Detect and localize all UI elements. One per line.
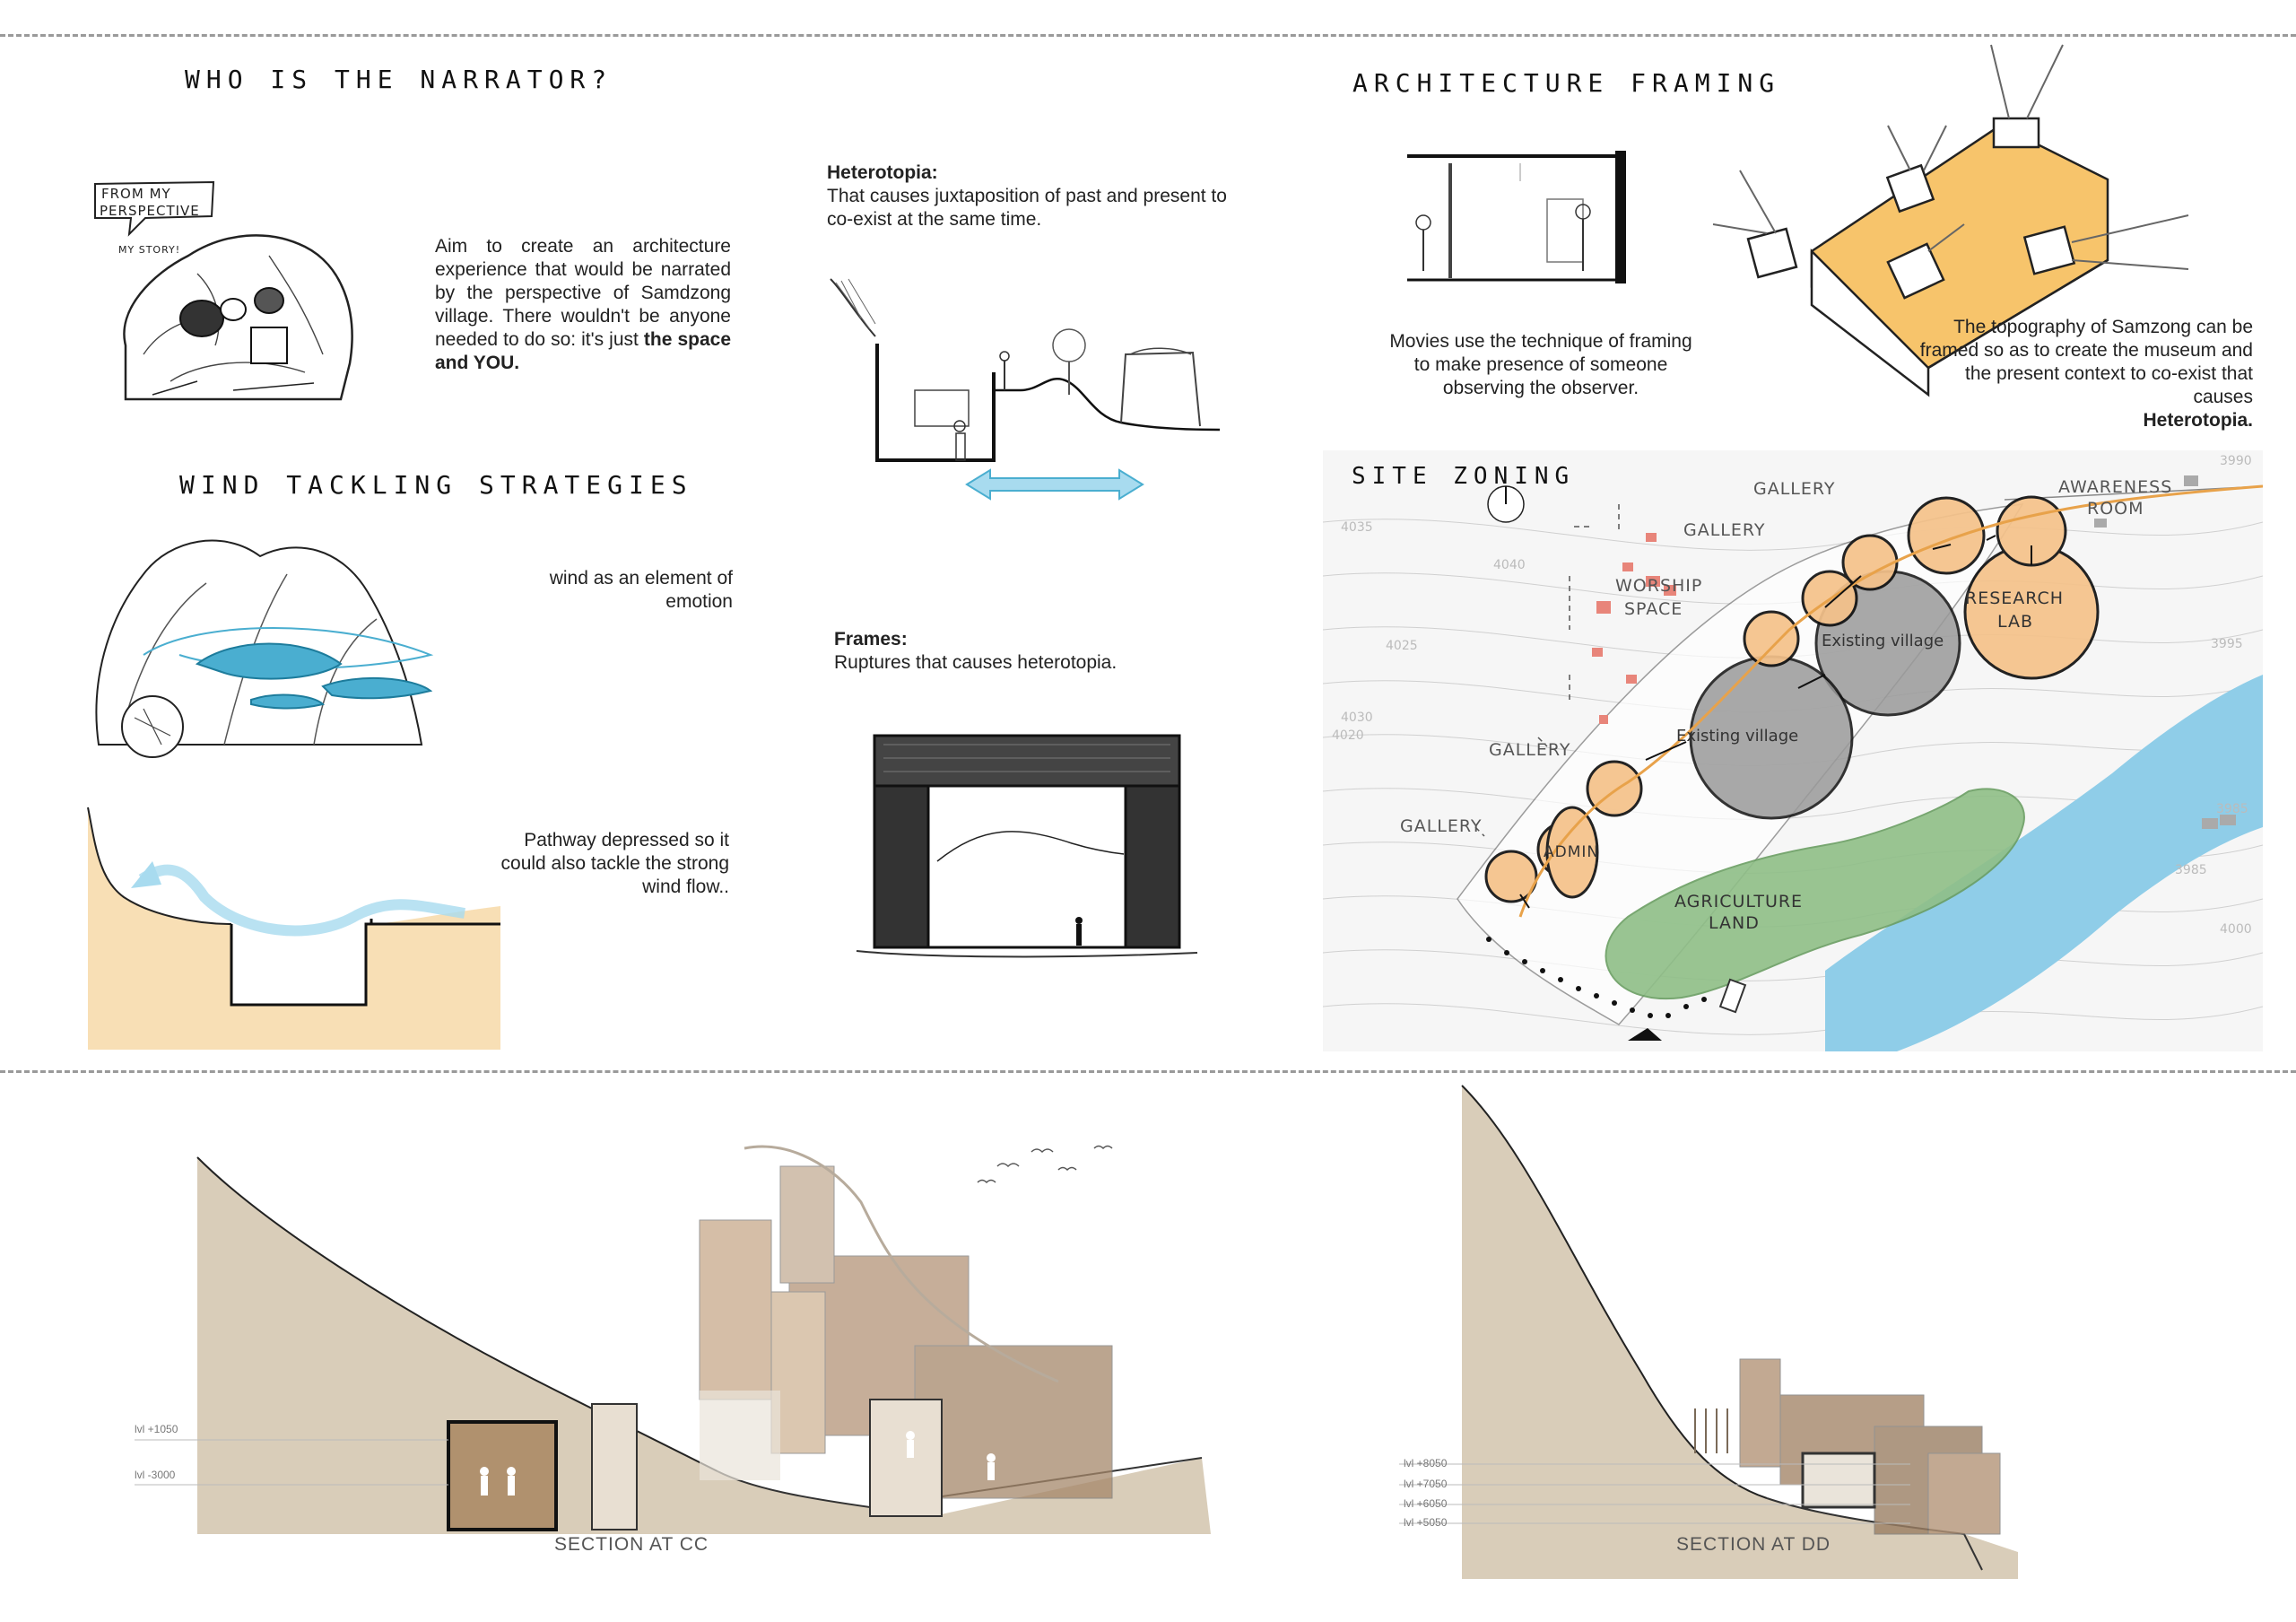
section-cc-drawing — [135, 1145, 1211, 1534]
label-gallery-upper: GALLERY — [1683, 520, 1766, 540]
bubble-line2: PERSPECTIVE — [100, 203, 200, 219]
topography-text: The topography of Samzong can be framed … — [1919, 317, 2253, 431]
label-existing-village-2: Existing village — [1676, 727, 1799, 746]
section-dd-drawing — [1399, 1085, 2018, 1579]
contour-label: 3990 — [2220, 454, 2252, 468]
label-gallery-lower: GALLERY — [1400, 816, 1483, 836]
contour-label: 4040 — [1493, 558, 1526, 572]
contour-label: 4030 — [1341, 711, 1373, 725]
framing-title: ARCHITECTURE FRAMING — [1352, 68, 1781, 98]
level-label: lvl +7050 — [1404, 1478, 1448, 1490]
frames-heading: Frames: — [834, 629, 908, 650]
level-label: lvl +6050 — [1404, 1497, 1448, 1510]
middle-divider — [0, 1070, 2296, 1073]
narrator-text: Aim to create an architecture experience… — [435, 236, 731, 373]
contour-label: 4000 — [2220, 922, 2252, 937]
contour-label: 3985 — [2175, 863, 2207, 877]
contour-label: 4025 — [1386, 639, 1418, 653]
level-label: lvl +5050 — [1404, 1516, 1448, 1529]
contour-label: 4020 — [1332, 728, 1364, 743]
movie-frame-sketch — [1407, 151, 1626, 283]
heterotopia-section-sketch — [830, 278, 1221, 462]
contour-label: 3985 — [2216, 802, 2248, 816]
top-divider — [0, 34, 2296, 37]
heterotopia-heading: Heterotopia: — [827, 162, 938, 183]
label-admin: ADMIN — [1544, 843, 1600, 861]
pathway-text: Pathway depressed so it could also tackl… — [500, 830, 729, 897]
label-worship: WORSHIP — [1615, 576, 1703, 596]
level-label: lvl +1050 — [135, 1423, 178, 1435]
wind-emotion-text: wind as an element of emotion — [549, 568, 733, 612]
contour-label: 4035 — [1341, 520, 1373, 535]
label-land: LAND — [1709, 913, 1760, 933]
label-existing-village-1: Existing village — [1822, 632, 1944, 650]
label-research: RESEARCH — [1965, 589, 2065, 608]
label-gallery-top: GALLERY — [1753, 479, 1836, 499]
frames-text: Ruptures that causes heterotopia. — [834, 652, 1118, 673]
label-gallery-mid: GALLERY — [1489, 740, 1571, 760]
label-lab: LAB — [1997, 612, 2034, 632]
narrator-rock-sketch — [94, 180, 353, 401]
site-map-graphic — [1323, 475, 2263, 1051]
site-zoning-map: SITE ZONING GALLERY GALLERY GALLERY GALL… — [1323, 450, 2263, 1051]
heterotopia-text: That causes juxtaposition of past and pr… — [827, 186, 1227, 230]
bubble-line1: FROM MY — [101, 186, 171, 202]
level-label: lvl +8050 — [1404, 1457, 1448, 1469]
level-label: lvl -3000 — [135, 1469, 176, 1481]
section-dd-caption: SECTION AT DD — [1676, 1534, 1831, 1555]
pathway-section-sketch — [87, 807, 500, 1050]
frame-sketch — [856, 734, 1198, 958]
wind-emotion-sketch — [95, 539, 434, 758]
movies-text: Movies use the technique of framing to m… — [1389, 331, 1692, 398]
topography-box-sketch — [1712, 44, 2189, 397]
contour-label: 3995 — [2211, 637, 2243, 651]
my-story-label: MY STORY! — [118, 244, 181, 256]
label-awareness: AWARENESS — [2058, 477, 2173, 497]
site-zoning-title: SITE ZONING — [1352, 463, 1576, 490]
narrator-title: WHO IS THE NARRATOR? — [185, 65, 613, 94]
section-cc-caption: SECTION AT CC — [554, 1534, 709, 1555]
label-room: ROOM — [2087, 499, 2144, 519]
label-agriculture: AGRICULTURE — [1674, 892, 1804, 911]
double-arrow-icon — [965, 468, 1144, 501]
label-space: SPACE — [1624, 599, 1683, 619]
wind-title: WIND TACKLING STRATEGIES — [179, 470, 693, 500]
